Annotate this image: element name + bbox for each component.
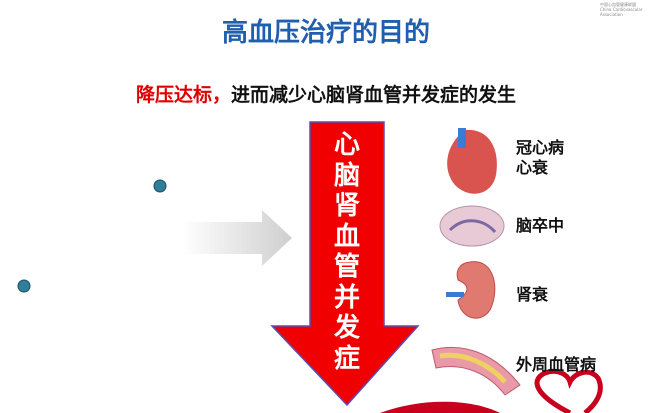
- kidney-icon: [446, 261, 496, 319]
- heart-outline-decoration: [534, 368, 603, 413]
- label-chd: 冠心病: [516, 138, 565, 157]
- logo-line1: 中国心血管健康联盟: [600, 2, 636, 7]
- brain-icon: [439, 205, 505, 247]
- scroll-line2: 达标: [73, 237, 115, 261]
- scroll-curls: [17, 179, 167, 293]
- logo-line2: China Cardiovascular Association: [600, 7, 643, 17]
- subtitle-rest: 进而减少心脑肾血管并发症的发生: [231, 84, 517, 106]
- heart-icon: [447, 128, 497, 194]
- label-heart-failure: 心衰: [516, 158, 549, 177]
- slide-title: 高血压治疗的目的: [221, 18, 430, 48]
- arrow-char: 脑: [333, 160, 360, 191]
- organ-label-artery: 外周血管病: [516, 355, 597, 374]
- subtitle-highlight: 降压达标，: [135, 84, 231, 106]
- organ-label-brain: 脑卒中: [516, 216, 565, 235]
- arrow-char: 并: [333, 282, 360, 313]
- arrow-char: 管: [333, 252, 360, 282]
- arrow-char: 心: [333, 130, 360, 160]
- scroll-line1: 降压: [73, 207, 115, 231]
- gray-arrow: [182, 210, 292, 266]
- organ-label-kidney: 肾衰: [516, 285, 549, 304]
- scroll-label: 降压达标: [22, 204, 166, 264]
- arrow-char: 症: [333, 343, 360, 374]
- red-arc-decoration: [380, 401, 500, 413]
- arrow-char: 发: [333, 313, 360, 343]
- organ-label-heart: 冠心病心衰: [516, 138, 564, 178]
- red-down-arrow: [270, 121, 420, 407]
- artery-icon: [431, 346, 521, 396]
- arrow-char: 肾: [333, 191, 360, 221]
- slide-subtitle: 降压达标，进而减少心脑肾血管并发症的发生: [0, 80, 652, 107]
- arrow-char: 血: [333, 221, 360, 252]
- arrow-vertical-text: 心 脑 肾 血 管 并 发 症: [314, 130, 380, 374]
